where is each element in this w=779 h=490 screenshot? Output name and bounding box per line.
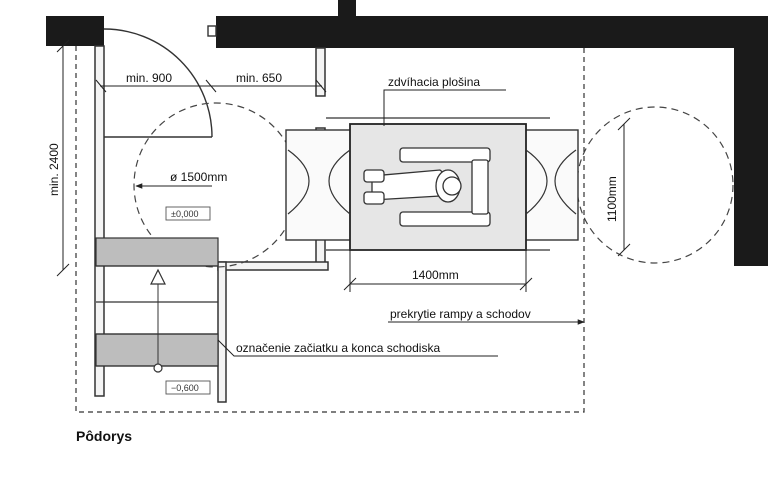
dim-height-min: min. 2400	[47, 143, 61, 196]
label-platform: zdvíhacia plošina	[388, 75, 480, 89]
dimension-lines	[56, 39, 631, 357]
stairs	[95, 237, 219, 373]
label-cover: prekrytie rampy a schodov	[390, 307, 531, 321]
wheelchair-icon	[363, 147, 491, 227]
level-upper-text: ±0,000	[171, 209, 198, 219]
walls	[46, 0, 768, 266]
label-stair-marking: označenie začiatku a konca schodiska	[236, 341, 440, 355]
dim-turning-circle: ø 1500mm	[170, 170, 227, 184]
dim-side-clearance: min. 650	[236, 71, 282, 85]
cover-outline	[75, 46, 585, 413]
wall-stub	[338, 0, 356, 18]
level-lower: −0,600	[165, 380, 211, 395]
drawing-caption: Pôdorys	[76, 428, 133, 444]
door	[103, 25, 217, 138]
level-upper: ±0,000	[165, 206, 211, 221]
wall-right	[734, 16, 768, 266]
dim-platform-length: 1400mm	[412, 268, 459, 282]
dim-platform-width: 1100mm	[605, 176, 619, 222]
turning-circle-right	[576, 106, 734, 264]
dim-door-clearance: min. 900	[126, 71, 172, 85]
level-lower-text: −0,600	[171, 383, 199, 393]
wall-top-left	[46, 16, 104, 46]
left-thin-wall	[94, 45, 105, 397]
wall-top	[216, 16, 768, 48]
